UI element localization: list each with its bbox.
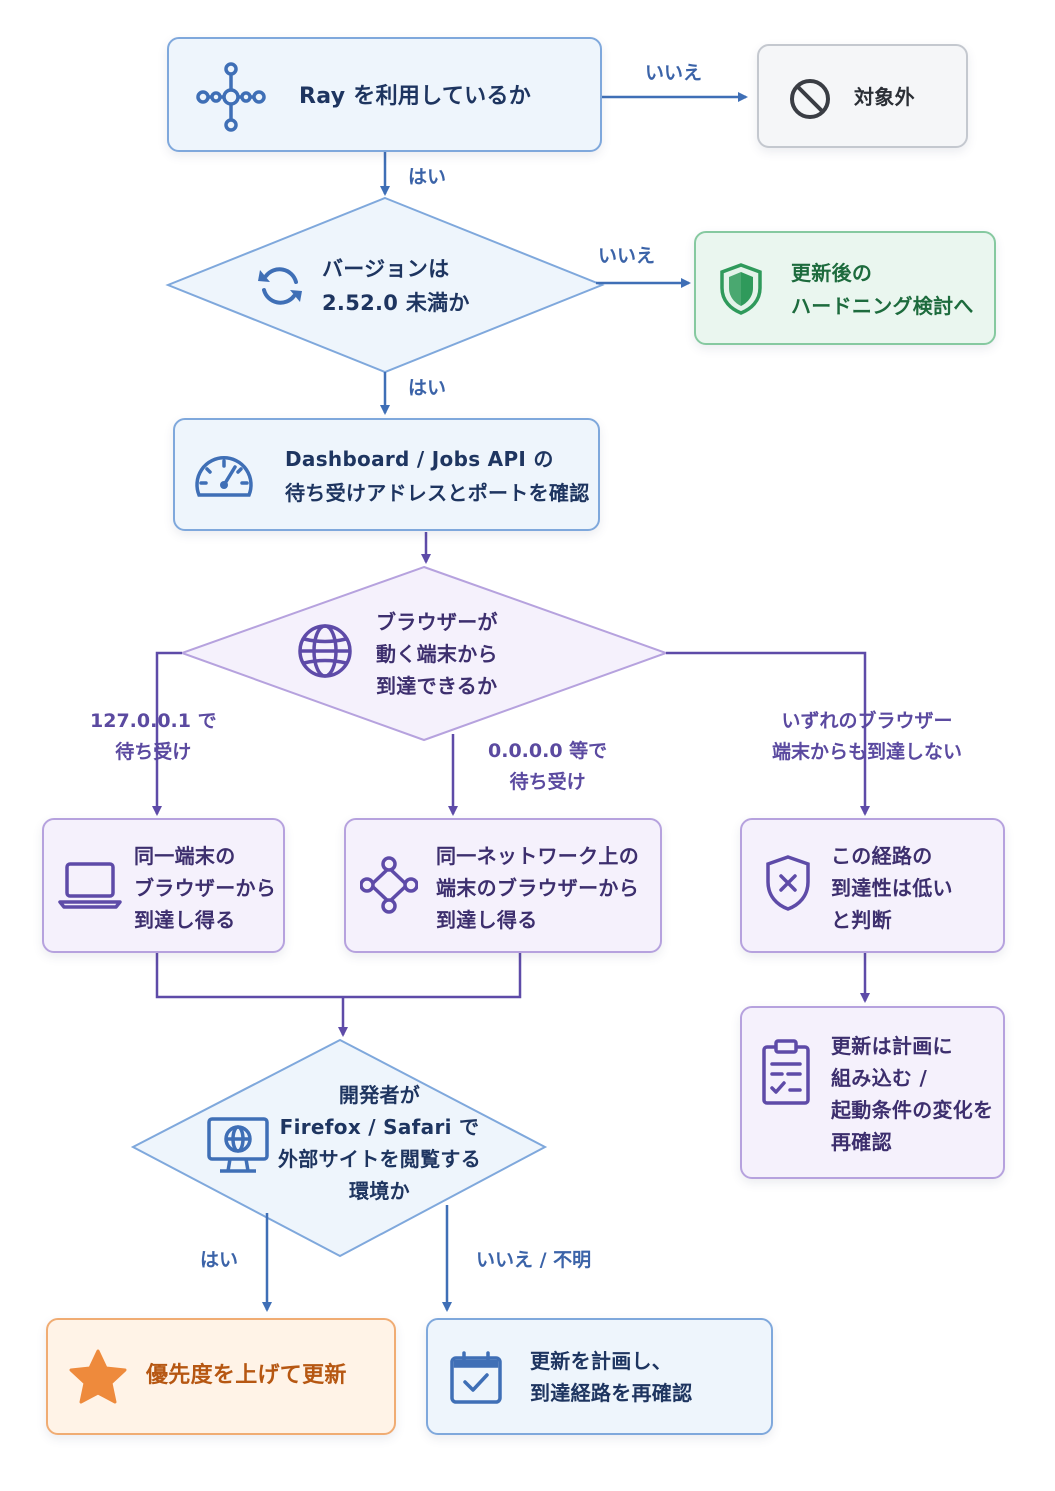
edge-label-yes-2: はい (408, 377, 447, 399)
edge-label-no-2: いいえ (598, 245, 656, 267)
edge-reachability-to-low-reach (666, 651, 870, 816)
node-check-listen: Dashboard / Jobs API の 待ち受けアドレスとポートを確認 (173, 418, 600, 531)
network-hub-icon (196, 62, 266, 132)
shield-x-icon (766, 855, 810, 911)
node-plan-update-label: 更新は計画に 組み込む / 起動条件の変化を 再確認 (831, 1034, 994, 1154)
decision-diamond-reachability (179, 565, 669, 742)
edge-label-unreachable: いずれのブラウザー 端末からも到達しない (772, 710, 963, 763)
calendar-check-icon (450, 1351, 502, 1404)
node-plan-update: 更新は計画に 組み込む / 起動条件の変化を 再確認 (740, 1006, 1005, 1179)
clipboard-icon (762, 1039, 810, 1105)
node-priority-update: 優先度を上げて更新 (46, 1318, 396, 1435)
node-out-of-scope-label: 対象外 (854, 85, 915, 109)
node-priority-update-label: 優先度を上げて更新 (146, 1363, 347, 1388)
edge-label-yes-1: はい (408, 166, 447, 188)
edge-label-localhost: 127.0.0.1 で 待ち受け (90, 710, 217, 763)
edge-reachability-to-same-host (152, 651, 182, 816)
edge-label-yes-3: はい (200, 1249, 239, 1271)
node-low-reach-label: この経路の 到達性は低い と判断 (831, 844, 953, 932)
node-use-ray-label: Ray を利用しているか (299, 84, 532, 109)
node-same-host-label: 同一端末の ブラウザーから 到達し得る (134, 844, 277, 932)
node-hardening-label: 更新後の ハードニング検討へ (791, 261, 974, 318)
gauge-icon (195, 456, 253, 497)
refresh-icon (258, 267, 302, 305)
node-low-reach: この経路の 到達性は低い と判断 (740, 818, 1005, 953)
decision-diamond-dev-browsing (130, 1038, 548, 1258)
node-use-ray: Ray を利用しているか (167, 37, 602, 152)
edge-label-any-addr: 0.0.0.0 等で 待ち受け (488, 740, 608, 793)
edge-label-no-unknown: いいえ / 不明 (476, 1249, 592, 1271)
node-plan-recheck-label: 更新を計画し、 到達経路を再確認 (530, 1349, 693, 1405)
node-check-listen-label: Dashboard / Jobs API の 待ち受けアドレスとポートを確認 (285, 447, 590, 505)
node-out-of-scope: 対象外 (757, 44, 968, 148)
prohibited-icon (790, 79, 830, 119)
node-same-network-label: 同一ネットワーク上の 端末のブラウザーから 到達し得る (436, 844, 639, 932)
node-dev-browsing-label: 開発者が Firefox / Safari で 外部サイトを閲覧する 環境か (278, 1083, 481, 1203)
star-icon (69, 1349, 127, 1404)
node-same-network: 同一ネットワーク上の 端末のブラウザーから 到達し得る (344, 818, 662, 953)
node-hardening: 更新後の ハードニング検討へ (694, 231, 996, 345)
network-nodes-icon (360, 856, 418, 914)
monitor-globe-icon (207, 1117, 269, 1173)
edge-label-no-1: いいえ (645, 62, 703, 84)
node-plan-recheck: 更新を計画し、 到達経路を再確認 (426, 1318, 773, 1435)
node-reachability-label: ブラウザーが 動く端末から 到達できるか (376, 610, 498, 698)
shield-icon (720, 263, 762, 315)
edge-merge-lines (155, 953, 522, 999)
node-same-host: 同一端末の ブラウザーから 到達し得る (42, 818, 285, 953)
laptop-icon (58, 862, 122, 909)
globe-icon (298, 624, 352, 678)
node-version-label: バージョンは 2.52.0 未満か (322, 257, 470, 315)
